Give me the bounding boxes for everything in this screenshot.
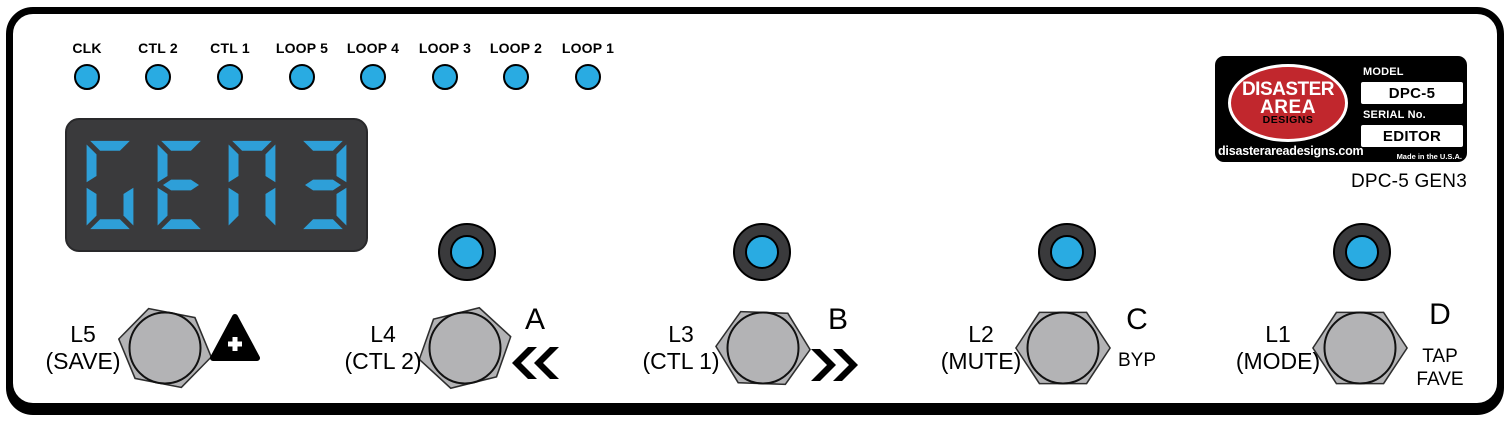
serial-value-box: EDITOR	[1361, 125, 1463, 147]
switch-cap	[128, 311, 202, 385]
letter-a: A	[524, 303, 545, 336]
led-indicator	[289, 64, 315, 90]
label-l2-mute: L2 (MUTE)	[896, 321, 1066, 374]
switch-sub: (CTL 1)	[642, 347, 720, 374]
led-indicator	[503, 64, 529, 90]
status-led-label: CTL 2	[138, 40, 178, 56]
brand-website: disasterareadesigns.com	[1218, 144, 1364, 158]
led-indicator	[432, 64, 458, 90]
status-led-loop4: LOOP 4	[328, 40, 418, 90]
serial-value: EDITOR	[1382, 127, 1442, 145]
model-value: DPC-5	[1388, 84, 1436, 102]
led-indicator	[217, 64, 243, 90]
status-led-label: LOOP 4	[346, 40, 400, 56]
brand-name-mid: AREA	[1260, 97, 1316, 118]
status-led-loop2: LOOP 2	[471, 40, 561, 90]
switch-name: L1	[1265, 321, 1291, 347]
model-field-label: MODEL	[1363, 66, 1404, 78]
letter-c: C	[1126, 303, 1148, 336]
status-led-clk: CLK	[42, 40, 132, 90]
letter-d: D	[1429, 298, 1451, 331]
display-digit	[86, 140, 134, 230]
switch-sub: (MODE)	[1235, 347, 1321, 374]
serial-field-label: SERIAL No.	[1363, 109, 1426, 121]
double-chevron-right-icon	[811, 349, 858, 381]
switch-sub: (SAVE)	[45, 347, 121, 374]
switch-name: L3	[668, 321, 694, 347]
led-core	[745, 235, 779, 269]
display-digits	[84, 140, 349, 230]
display-digit	[303, 140, 347, 230]
display-digit	[157, 140, 201, 230]
footswitch-l1-mode[interactable]	[1312, 306, 1408, 390]
made-in-label: Made in the U.S.A.	[1396, 152, 1462, 161]
switch-sub: (MUTE)	[940, 347, 1022, 374]
seven-segment-display	[65, 118, 368, 252]
footswitch-l4-ctl2[interactable]	[417, 306, 513, 390]
caption-tap: TAP	[1422, 346, 1458, 367]
led-core	[1345, 235, 1379, 269]
footswitch-led-b	[733, 223, 791, 281]
switch-cap	[726, 311, 800, 385]
switch-cap	[1026, 311, 1100, 385]
status-led-label: CTL 1	[210, 40, 250, 56]
status-led-ctl1: CTL 1	[185, 40, 275, 90]
led-indicator	[575, 64, 601, 90]
label-l5-save: L5 (SAVE)	[0, 321, 168, 374]
led-core	[1050, 235, 1084, 269]
status-led-loop3: LOOP 3	[400, 40, 490, 90]
led-indicator	[145, 64, 171, 90]
footswitch-l3-ctl1[interactable]	[715, 306, 811, 390]
caption-fave: FAVE	[1416, 369, 1464, 391]
double-chevron-left-icon	[512, 347, 559, 379]
switch-cap	[1323, 311, 1397, 385]
status-led-loop1: LOOP 1	[543, 40, 633, 90]
model-caption: DPC-5 GEN3	[1350, 171, 1467, 192]
footswitch-led-a	[438, 223, 496, 281]
brand-logo-oval: DISASTER AREA DESIGNS	[1228, 64, 1348, 142]
label-l4-ctl2: L4 (CTL 2)	[298, 321, 468, 374]
brand-badge: DISASTER AREA DESIGNS disasterareadesign…	[1215, 56, 1467, 162]
status-led-ctl2: CTL 2	[113, 40, 203, 90]
switch-name: L5	[70, 321, 96, 347]
plus-triangle-icon	[210, 314, 260, 361]
status-led-label: CLK	[72, 40, 102, 56]
switch-name: L2	[968, 321, 994, 347]
display-digit	[228, 140, 276, 226]
badge-info-column: MODEL DPC-5 SERIAL No. EDITOR Made in th…	[1361, 62, 1463, 161]
footswitch-l2-mute[interactable]	[1015, 306, 1111, 390]
footswitch-led-d	[1333, 223, 1391, 281]
switch-name: L4	[370, 321, 396, 347]
led-indicator	[360, 64, 386, 90]
label-l1-mode: L1 (MODE)	[1193, 321, 1363, 374]
caption-tap-fave: TAP FAVE	[1395, 345, 1485, 391]
status-led-label: LOOP 3	[418, 40, 472, 56]
footswitch-l5-save[interactable]	[117, 306, 213, 390]
brand-name-sub: DESIGNS	[1262, 114, 1314, 126]
status-led-loop5: LOOP 5	[257, 40, 347, 90]
switch-cap	[428, 311, 502, 385]
status-led-label: LOOP 2	[489, 40, 543, 56]
label-l3-ctl1: L3 (CTL 1)	[596, 321, 766, 374]
led-core	[450, 235, 484, 269]
switch-sub: (CTL 2)	[344, 347, 422, 374]
model-value-box: DPC-5	[1361, 82, 1463, 104]
status-led-label: LOOP 1	[561, 40, 615, 56]
letter-b: B	[827, 303, 848, 336]
footswitch-led-c	[1038, 223, 1096, 281]
led-indicator	[74, 64, 100, 90]
brand-name-top: DISASTER	[1241, 79, 1335, 100]
caption-byp: BYP	[1117, 350, 1157, 371]
status-led-label: LOOP 5	[275, 40, 329, 56]
